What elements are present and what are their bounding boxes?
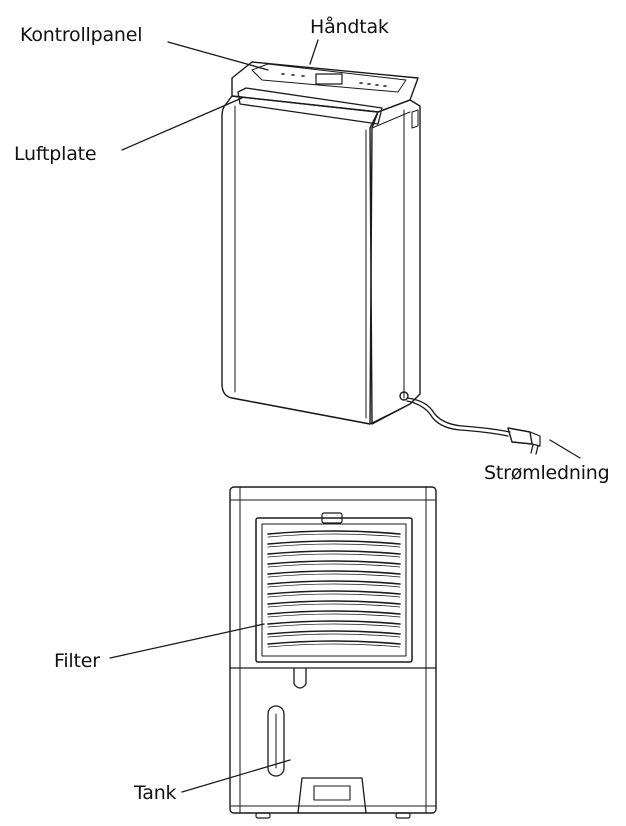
handle-slot [315, 73, 343, 85]
label-air-plate: Luftplate [14, 143, 97, 165]
power-cord [406, 397, 541, 455]
leader-handle [309, 39, 319, 65]
leader-air-plate [121, 97, 243, 151]
side-face [369, 99, 421, 425]
back-view-unit [229, 486, 437, 819]
tank-recess [297, 777, 367, 814]
label-power-cord: Strømledning [484, 462, 610, 484]
water-level-window [267, 705, 285, 777]
leader-lines [109, 39, 581, 793]
leader-control-panel [167, 41, 269, 71]
back-body [229, 486, 437, 814]
filter-frame [255, 517, 413, 663]
leader-power-cord [549, 439, 581, 459]
leader-filter [109, 623, 265, 659]
cord-outlet [399, 391, 409, 401]
control-panel-area [251, 63, 407, 93]
top-surface [231, 61, 419, 113]
control-buttons [281, 73, 387, 87]
air-plate [237, 87, 383, 125]
label-filter: Filter [54, 650, 100, 672]
leader-tank [181, 759, 291, 793]
label-handle: Håndtak [310, 16, 389, 38]
filter-grille [267, 530, 401, 648]
drain-fitting [293, 667, 307, 689]
power-plug [507, 427, 533, 445]
front-view-unit [221, 61, 421, 425]
label-control-panel: Kontrollpanel [20, 24, 143, 46]
front-face [221, 95, 379, 425]
label-tank: Tank [134, 782, 177, 804]
